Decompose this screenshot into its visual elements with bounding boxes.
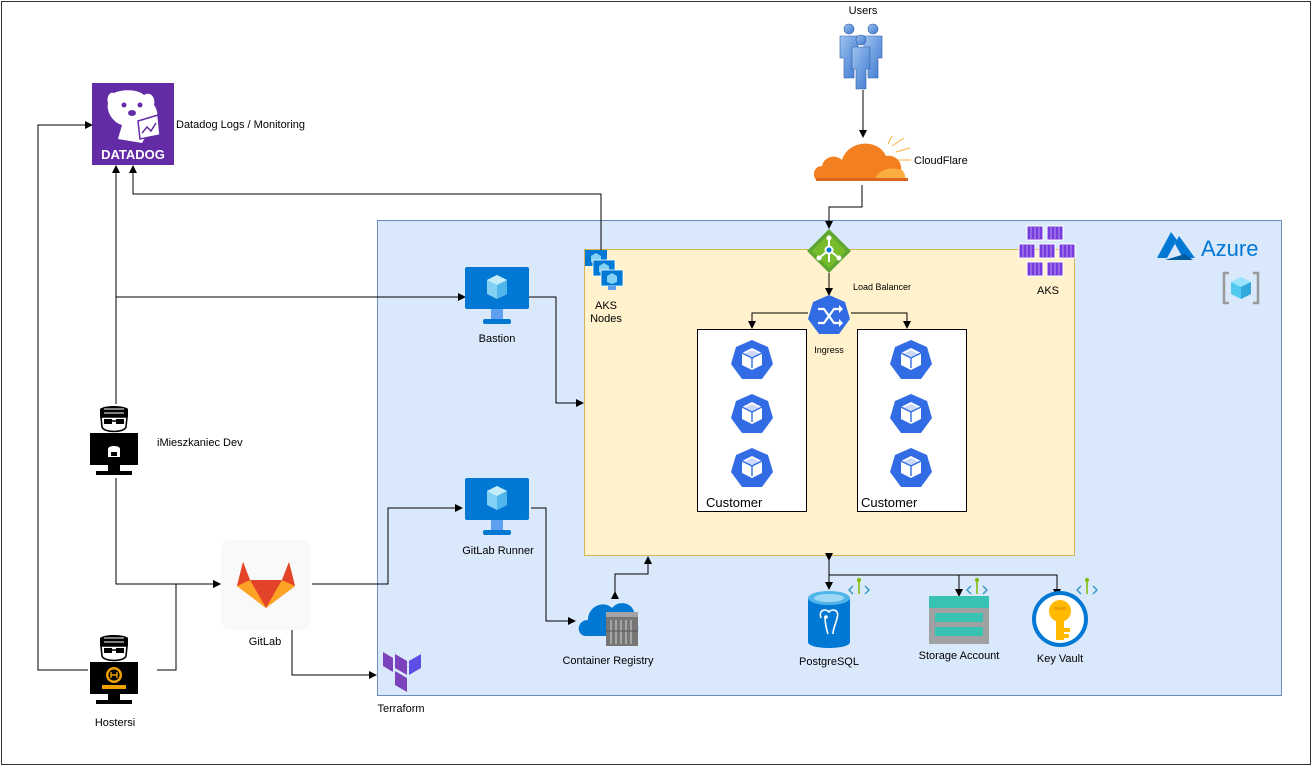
azure-label: Azure <box>1201 236 1259 261</box>
ingress-label: Ingress <box>814 345 844 355</box>
aks-nodes-icon <box>584 249 626 291</box>
edge-bastion-aks <box>529 296 584 407</box>
cloudflare-icon <box>812 135 912 184</box>
datadog-logo-icon: DATADOG <box>92 83 174 165</box>
code-tag-icon <box>847 578 871 598</box>
edge-dev-gitlab <box>115 478 221 588</box>
edge-ingress-customer1 <box>748 312 808 329</box>
pod-icon <box>730 393 774 437</box>
code-tag-icon <box>1075 578 1099 598</box>
edge-hostersi-gitlab <box>157 580 221 671</box>
storage-account-label: Storage Account <box>918 650 1000 662</box>
gitlab-runner-vm-icon <box>465 478 529 538</box>
edge-registry-aks <box>611 556 652 599</box>
gitlab-runner-label: GitLab Runner <box>462 545 534 557</box>
edge-gitlab-terraform <box>291 630 377 679</box>
storage-account-icon <box>929 596 989 644</box>
aks-nodes-label: AKS Nodes <box>590 300 622 325</box>
load-balancer-icon <box>806 228 852 274</box>
gitlab-icon <box>221 540 311 630</box>
key-vault-icon <box>1031 590 1089 648</box>
key-vault-label: Key Vault <box>1036 653 1084 665</box>
pod-icon <box>889 447 933 491</box>
resource-group-icon <box>1222 271 1260 305</box>
gitlab-label: GitLab <box>248 636 282 648</box>
container-registry-icon <box>576 590 640 648</box>
bastion-vm-icon <box>465 267 529 327</box>
pod-icon <box>889 339 933 383</box>
terraform-label: Terraform <box>377 703 425 715</box>
load-balancer-label: Load Balancer <box>853 282 912 292</box>
hostersi-label: Hostersi <box>94 717 136 729</box>
edge-ingress-customer2 <box>851 312 911 329</box>
azure-logo-icon <box>1155 230 1195 262</box>
ingress-icon <box>807 294 851 338</box>
pod-icon <box>730 339 774 383</box>
edge-bus-keyvault <box>829 574 1061 597</box>
edge-nodes-datadog <box>129 165 602 250</box>
datadog-logo-text: DATADOG <box>101 147 165 162</box>
hostersi-workstation-icon <box>88 634 140 706</box>
terraform-icon <box>382 652 422 694</box>
edge-hostersi-datadog <box>37 121 93 671</box>
customer-label: Customer <box>706 495 763 510</box>
edge-cloudflare-lb <box>825 185 863 229</box>
users-icon <box>837 22 887 90</box>
developer-label: iMieszkaniec Dev <box>157 437 243 449</box>
cloudflare-label: CloudFlare <box>914 155 968 167</box>
customer-label: Customer <box>861 495 918 510</box>
container-registry-label: Container Registry <box>562 655 654 667</box>
pod-icon <box>730 447 774 491</box>
bastion-label: Bastion <box>478 333 516 345</box>
aks-label: AKS <box>1036 285 1060 297</box>
pod-icon <box>889 393 933 437</box>
datadog-label: Datadog Logs / Monitoring <box>176 119 306 131</box>
edge-gitlab-runner <box>312 504 463 585</box>
developer-workstation-icon <box>88 405 140 477</box>
code-tag-icon <box>965 578 989 598</box>
postgresql-label: PostgreSQL <box>799 656 859 668</box>
edge-runner-registry <box>531 507 576 625</box>
postgresql-icon <box>806 590 852 650</box>
users-label: Users <box>848 5 878 17</box>
aks-icon <box>1017 224 1079 280</box>
